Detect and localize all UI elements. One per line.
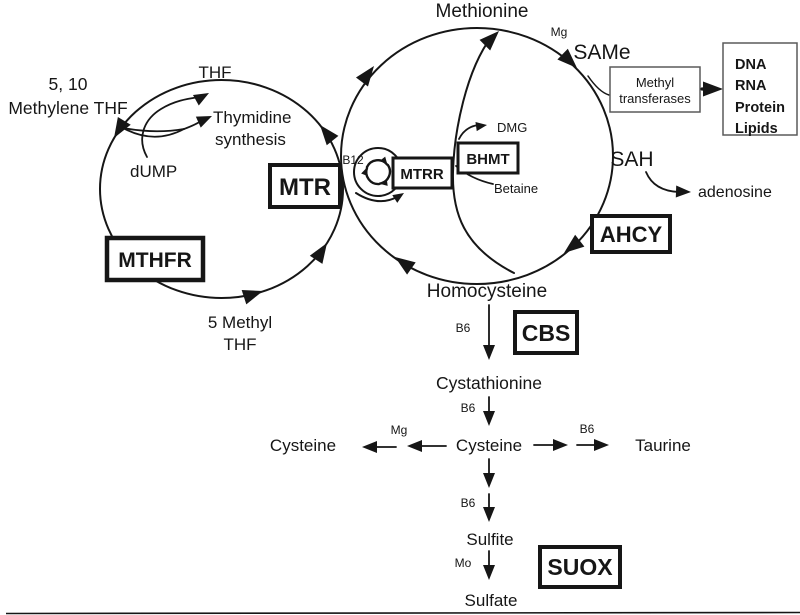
methyl-transferases-box	[609, 66, 701, 113]
cbs-box	[513, 310, 579, 355]
label-cysteine-product: Cysteine	[270, 436, 336, 455]
enzyme-bhmt: BHMT	[466, 151, 509, 168]
arrowhead-sulfate	[483, 565, 495, 580]
recycle-arc-1	[365, 156, 391, 169]
arrowhead-to-thf-branch	[192, 87, 212, 106]
label-methionine: Methionine	[436, 1, 529, 22]
label-betaine: Betaine	[494, 181, 538, 196]
label-synthesis: synthesis	[215, 130, 286, 149]
enzyme-suox: SUOX	[547, 554, 613, 580]
b12-recycling: B12 MTRR	[342, 147, 454, 203]
thymidine-branch-lower-curve	[122, 127, 185, 138]
methionine-cycle: B12 MTRR BHMT DMG Betaine Methionine Mg …	[340, 1, 772, 302]
recycle-icon	[361, 156, 392, 187]
bhmt-box	[456, 141, 520, 175]
cofactor-b6-sulfite: B6	[461, 496, 476, 510]
label-same: SAMe	[573, 41, 630, 64]
enzyme-ahcy: AHCY	[600, 222, 663, 247]
methylation-targets-box	[722, 42, 798, 136]
label-homocysteine: Homocysteine	[427, 281, 547, 302]
label-sah: SAH	[610, 148, 653, 171]
arrowhead-left-2	[362, 441, 377, 453]
label-protein: Protein	[735, 100, 785, 116]
folate-cycle-circle	[99, 79, 344, 299]
cofactor-b6-cbs: B6	[456, 321, 471, 335]
arrowhead-sulfite-1	[483, 473, 495, 488]
cofactor-b12: B12	[342, 153, 364, 167]
label-dmg: DMG	[497, 120, 527, 135]
sah-adenosine-curve	[645, 171, 680, 193]
label-dump: dUMP	[130, 162, 177, 181]
mthfr-box	[104, 235, 206, 283]
arrowhead-to-cystathionine	[483, 345, 495, 360]
label-cysteine: Cysteine	[456, 436, 522, 455]
label-dna: DNA	[735, 57, 767, 73]
label-taurine: Taurine	[635, 436, 691, 455]
cofactor-mg-top: Mg	[551, 25, 568, 39]
label-methyl: Methyl	[636, 75, 674, 90]
arrowhead-left-1	[407, 440, 422, 452]
arrowhead-b12-swoosh	[392, 189, 407, 203]
label-sulfite: Sulfite	[466, 530, 513, 549]
mtr-box	[268, 163, 342, 209]
dump-curve	[141, 96, 200, 158]
transsulfuration-pathway: B6 CBS Cystathionine B6 Cysteine Mg Cyst…	[270, 304, 691, 610]
enzyme-mtrr: MTRR	[400, 166, 443, 183]
thymidine-branch-upper-curve	[122, 127, 185, 133]
methylation-branch: Methyl transferases DNA RNA Protein Lipi…	[587, 42, 798, 137]
suox-box	[538, 545, 622, 589]
label-cystathionine: Cystathionine	[436, 373, 542, 393]
label-methylene-thf: Methylene THF	[8, 98, 127, 118]
cofactor-b6-taurine: B6	[580, 422, 595, 436]
arrowhead-mthfr-to-5methyl	[241, 283, 266, 305]
arrowhead-to-dmg	[475, 120, 488, 132]
b12-swoosh-arrow	[355, 192, 398, 203]
same-to-transferases-curve	[587, 75, 610, 96]
label-5-10: 5, 10	[49, 74, 88, 94]
arrowhead-right-1	[553, 439, 568, 451]
label-sulfate: Sulfate	[465, 591, 518, 610]
label-rna: RNA	[735, 78, 767, 94]
recycle-arc-3	[361, 166, 381, 186]
label-thymidine: Thymidine	[213, 108, 291, 127]
cofactor-mg-cysteine: Mg	[391, 423, 408, 437]
label-lipids: Lipids	[735, 121, 778, 137]
label-thf: THF	[198, 63, 231, 82]
label-5-methyl-thf: THF	[223, 335, 256, 354]
arrowhead-to-adenosine	[675, 185, 692, 198]
ahcy-box	[590, 214, 672, 254]
arrowhead-to-targets	[703, 81, 723, 97]
arrowhead-homocysteine-to-mtr	[390, 250, 416, 275]
label-transferases: transferases	[619, 91, 691, 106]
enzyme-mthfr: MTHFR	[118, 249, 191, 272]
mtrr-box	[391, 156, 454, 190]
enzyme-mtr: MTR	[279, 174, 331, 201]
arrowhead-right-2	[594, 439, 609, 451]
bottom-edge-line	[5, 611, 800, 615]
dmg-arrow-curve	[458, 124, 479, 140]
label-adenosine: adenosine	[698, 184, 772, 201]
methionine-cycle-circle	[340, 27, 614, 285]
arrowhead-sulfite-2	[483, 507, 495, 522]
label-5-methyl: 5 Methyl	[208, 313, 272, 332]
folate-cycle: 5, 10 Methylene THF THF Thymidine synthe…	[8, 63, 344, 354]
arrowhead-mtr-to-methionine	[355, 61, 380, 87]
arrowhead-to-cysteine	[483, 411, 495, 426]
arrowhead-to-thymidine	[195, 110, 215, 128]
recycle-arc-2	[378, 163, 392, 187]
cofactor-mo: Mo	[455, 556, 472, 570]
enzyme-cbs: CBS	[522, 320, 571, 346]
cofactor-b6-cysteine: B6	[461, 401, 476, 415]
